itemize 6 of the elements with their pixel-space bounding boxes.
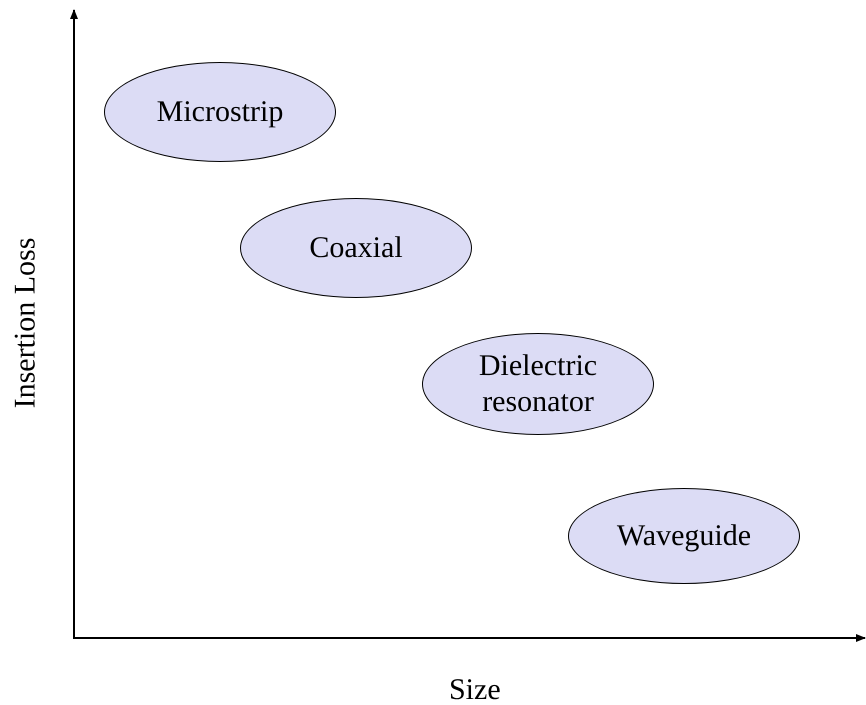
x-axis-label: Size (449, 673, 501, 705)
category-ellipse: Microstrip (104, 62, 336, 162)
y-axis-label: Insertion Loss (8, 238, 42, 408)
category-ellipse: Dielectric resonator (422, 333, 654, 435)
category-ellipse: Waveguide (568, 488, 800, 584)
category-ellipse: Coaxial (240, 198, 472, 298)
